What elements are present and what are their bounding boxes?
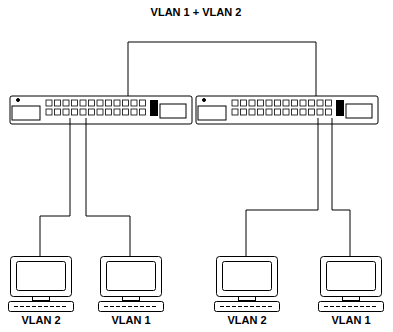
vlan-label: VLAN 1 — [92, 314, 170, 327]
pc-icon — [210, 256, 284, 314]
pc-computer: VLAN 1 — [92, 256, 170, 327]
trunk-label: VLAN 1 + VLAN 2 — [149, 6, 244, 19]
pc-wire — [246, 118, 318, 256]
pc-wire — [86, 118, 130, 256]
port-grid — [232, 100, 344, 116]
pc-icon — [94, 256, 168, 314]
pc-wire — [332, 118, 350, 256]
switch-1 — [10, 96, 192, 124]
vlan-label: VLAN 2 — [2, 314, 80, 327]
pc-wire — [40, 118, 70, 256]
pc-computer: VLAN 1 — [312, 256, 390, 327]
pc-icon — [4, 256, 78, 314]
switch-2 — [196, 96, 378, 124]
pc-icon — [314, 256, 388, 314]
vlan-label: VLAN 2 — [208, 314, 286, 327]
pc-computer: VLAN 2 — [2, 256, 80, 327]
port-grid — [46, 100, 158, 116]
vlan-label: VLAN 1 — [312, 314, 390, 327]
trunk-wire — [128, 42, 316, 96]
pc-computer: VLAN 2 — [208, 256, 286, 327]
